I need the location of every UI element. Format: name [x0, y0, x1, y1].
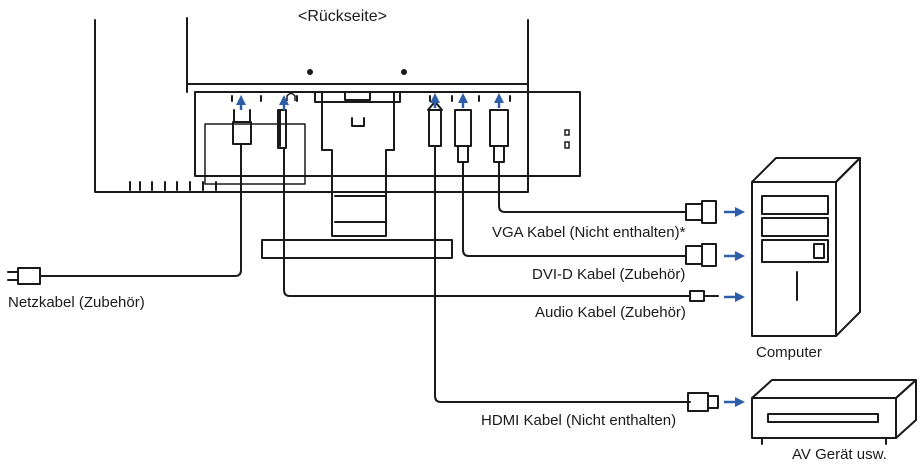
kensington-lock-icon — [564, 129, 570, 149]
monitor-stand — [261, 91, 453, 259]
computer-label: Computer — [756, 344, 822, 361]
screw-holes — [307, 69, 407, 75]
connector-panel — [194, 91, 581, 185]
audio-cable — [277, 109, 719, 302]
arrow-up-icon — [236, 93, 504, 110]
audio-headphone-icon — [286, 92, 296, 101]
page-title: <Rückseite> — [298, 8, 387, 25]
arrow-right-icon — [724, 207, 745, 407]
vga-cable — [489, 109, 717, 224]
dvi-cable — [454, 109, 717, 267]
power-cable — [7, 109, 252, 285]
av-device-label: AV Gerät usw. — [792, 446, 887, 463]
computer-tower — [751, 157, 861, 337]
hdmi-cable-label: HDMI Kabel (Nicht enthalten) — [481, 412, 677, 429]
audio-cable-label: Audio Kabel (Zubehör) — [535, 304, 686, 321]
power-cable-label: Netzkabel (Zubehör) — [8, 294, 145, 311]
av-device — [751, 379, 917, 445]
monitor-frame — [94, 17, 529, 193]
hdmi-cable — [427, 103, 719, 412]
vga-cable-label: VGA Kabel (Nicht enthalten)* — [492, 224, 686, 241]
dvi-cable-label: DVI-D Kabel (Zubehör) — [532, 266, 686, 283]
